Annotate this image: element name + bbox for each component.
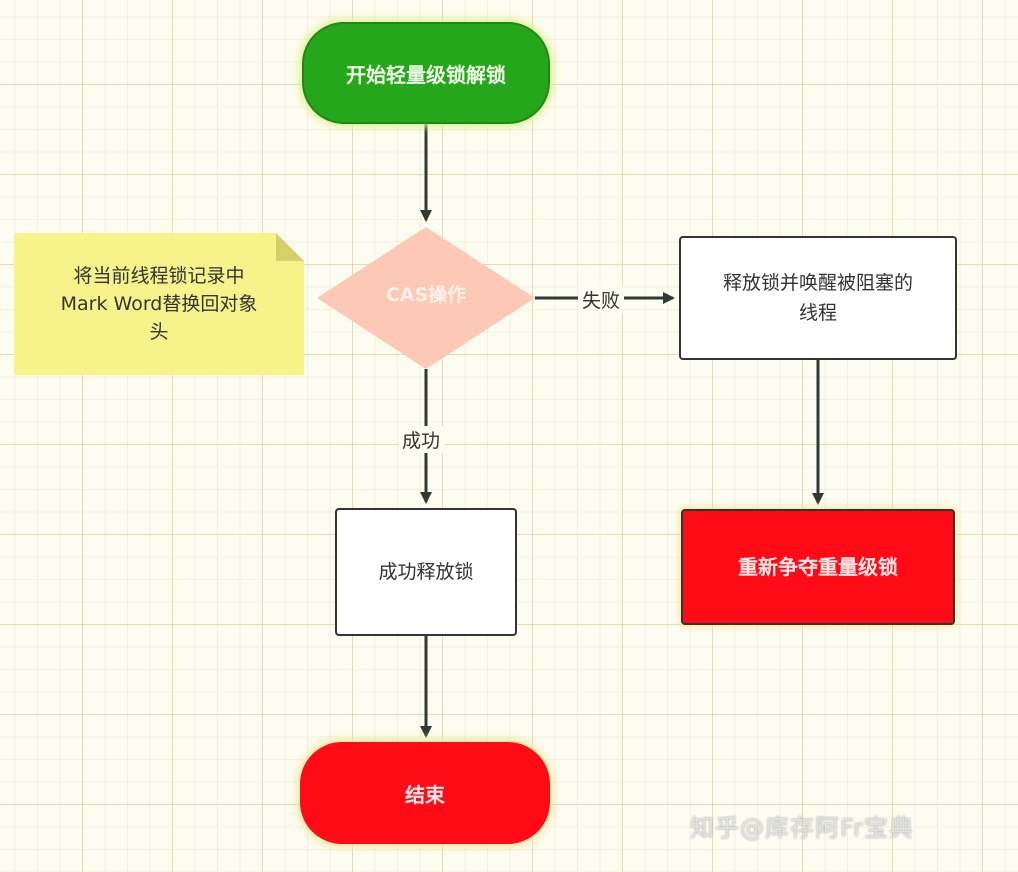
end-node[interactable]: 结束 [300, 742, 550, 844]
note-line-3: 头 [149, 321, 169, 343]
note-callout[interactable]: 将当前线程锁记录中 Mark Word替换回对象 头 [14, 233, 304, 375]
success-edge-label: 成功 [398, 426, 445, 453]
watermark-text: 知乎@库存阿Fr宝典 [690, 814, 914, 842]
note-line-2: Mark Word替换回对象 [60, 293, 258, 315]
cas-decision-label: CAS操作 [385, 284, 467, 306]
start-node-label: 开始轻量级锁解锁 [346, 62, 506, 87]
release-line-1: 释放锁并唤醒被阻塞的 [722, 272, 913, 294]
success-release-node[interactable]: 成功释放锁 [335, 508, 517, 636]
release-and-wake-node[interactable]: 释放锁并唤醒被阻塞的 线程 [679, 236, 957, 360]
release-line-2: 线程 [798, 302, 837, 324]
contend-heavy-lock-node[interactable]: 重新争夺重量级锁 [681, 509, 955, 625]
end-node-label: 结束 [405, 782, 445, 807]
contend-heavy-lock-label: 重新争夺重量级锁 [738, 555, 898, 579]
start-node[interactable]: 开始轻量级锁解锁 [302, 22, 550, 124]
fail-edge-label: 失败 [578, 286, 625, 313]
cas-decision-diamond[interactable] [317, 227, 535, 369]
success-release-label: 成功释放锁 [378, 561, 474, 583]
note-line-1: 将当前线程锁记录中 [73, 265, 245, 287]
